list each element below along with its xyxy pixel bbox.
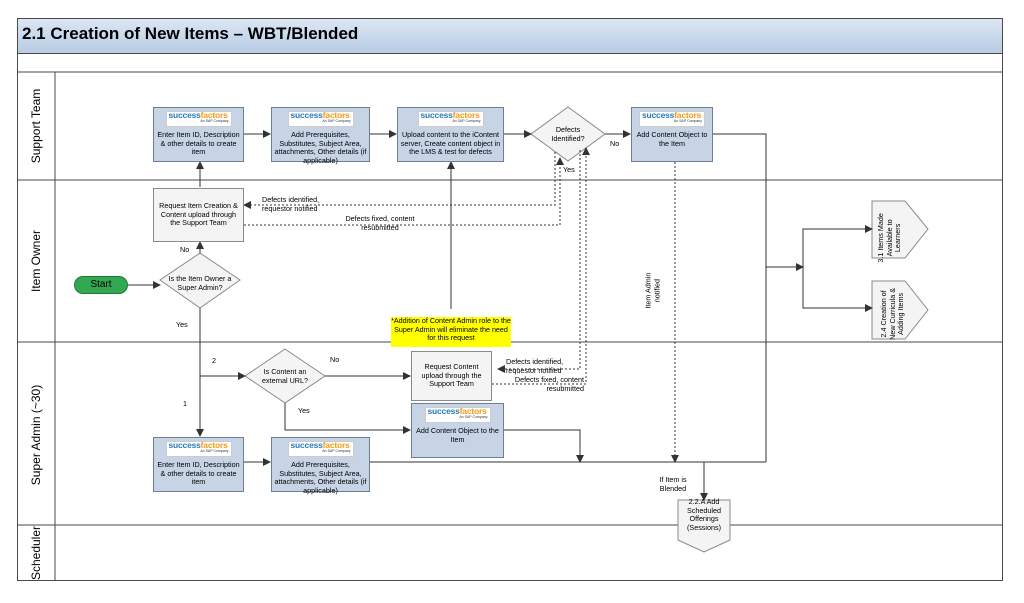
label-item-admin-notified: Item Admin notified — [643, 272, 661, 309]
label-defects-identified: Defects identified, requestor notified — [262, 195, 320, 213]
label-no-url: No — [330, 355, 340, 364]
label-path-1: 1 — [183, 399, 187, 408]
label-defects-fixed: Defects fixed, content resubmitted — [345, 214, 415, 232]
label-yes-defects: Yes — [563, 165, 575, 174]
diagram-frame — [17, 18, 1003, 581]
label-no-owner: No — [180, 245, 190, 254]
label-yes-url: Yes — [298, 406, 310, 415]
box-request-content-upload: Request Content upload through the Suppo… — [411, 351, 492, 401]
label-no-defects: No — [610, 139, 620, 148]
decision-defects-text: Defects Identified? — [551, 125, 585, 143]
offpage-2-2a — [677, 499, 731, 553]
title-band — [17, 18, 1003, 54]
lane-item-owner: Item Owner — [29, 230, 43, 293]
box-request-item-creation: Request Item Creation & Content upload t… — [153, 188, 244, 242]
start-terminal: Start — [74, 276, 128, 294]
lane-support-team: Support Team — [29, 88, 43, 164]
offpage-3-1-text: 3.1 Items Made Available to Learners — [876, 213, 903, 263]
label-defects-fixed-2: Defects fixed, content resubmitted — [514, 375, 584, 393]
offpage-2-4 — [871, 280, 929, 340]
offpage-3-1 — [871, 200, 929, 259]
decision-url-text: Is Content an external URL? — [262, 367, 308, 385]
content-admin-note: *Addition of Content Admin role to the S… — [391, 316, 511, 347]
label-yes-owner: Yes — [176, 320, 188, 329]
offpage-2-2a-text: 2.2.A Add Scheduled Offerings (Sessions) — [687, 497, 721, 532]
label-defects-identified-2: Defects identified, requestor notified — [506, 357, 564, 375]
label-if-blended: If Item is Blended — [659, 475, 687, 493]
label-path-2: 2 — [212, 356, 216, 365]
lane-super-admin: Super Admin (~30) — [29, 384, 43, 486]
offpage-2-4-text: 2.4 Creation of New Curricula & Adding I… — [879, 287, 906, 340]
diagram-title: 2.1 Creation of New Items – WBT/Blended — [22, 24, 359, 43]
lane-scheduler: Scheduler — [29, 525, 43, 581]
decision-owner-text: Is the Item Owner a Super Admin? — [168, 274, 232, 292]
